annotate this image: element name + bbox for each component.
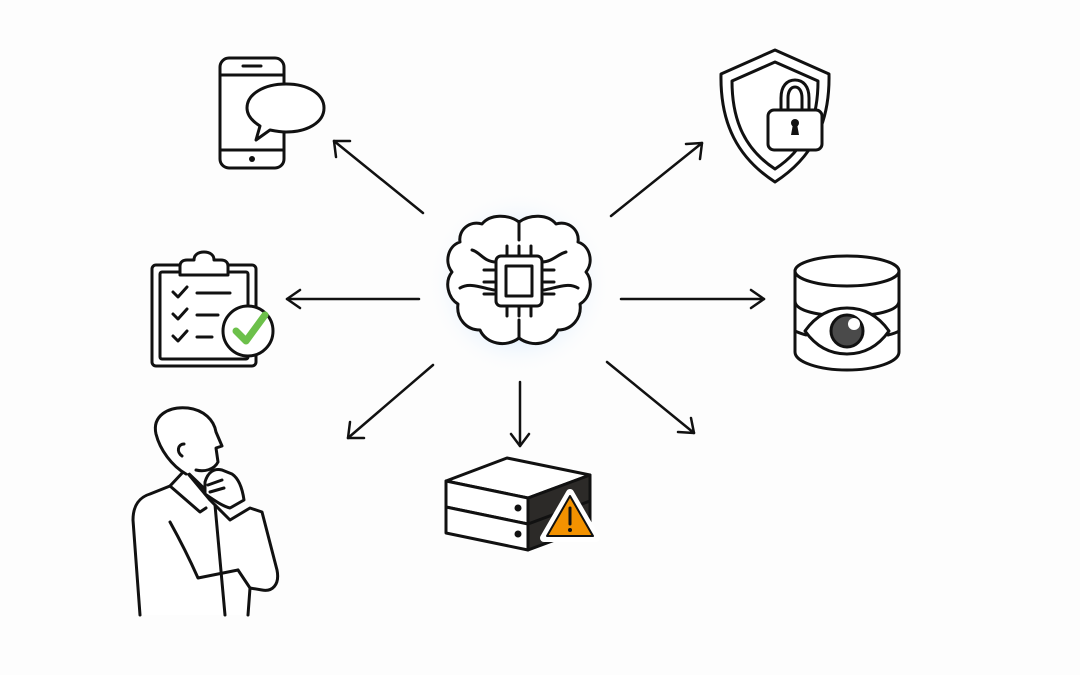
arrow-to-server-warning [509,380,531,448]
arrow-to-bottom-right [605,360,696,435]
smartphone-chat-icon [218,56,326,170]
clipboard-checklist-icon [150,250,275,368]
warning-triangle-icon [540,489,600,542]
arrow-to-data-surveillance [619,288,766,310]
thinking-person-icon [131,406,280,617]
arrow-to-human-thinking [346,363,435,440]
database-eye-icon [793,254,901,372]
arrow-to-checklist [285,288,421,310]
arrow-to-security [609,141,704,218]
server-warning-icon [444,456,600,552]
arrow-to-mobile-chat [332,139,425,215]
ai-brain-chip-icon [427,191,611,375]
approval-check-icon [221,304,275,358]
shield-lock-icon [719,48,831,184]
